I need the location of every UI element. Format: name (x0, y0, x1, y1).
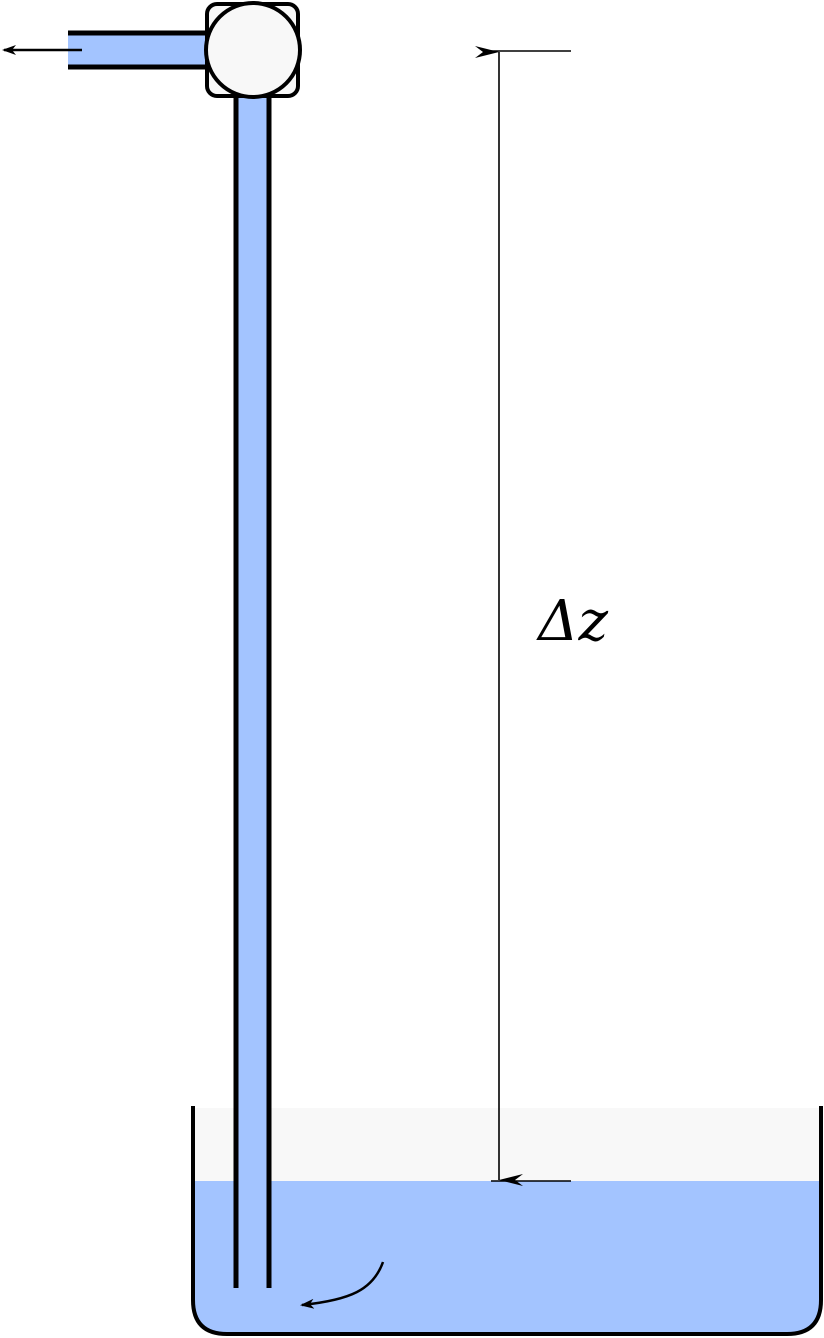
outlet-pipe-fluid (68, 33, 210, 67)
suction-pipe-fluid (236, 90, 269, 1288)
curved-arrow-icon (300, 1261, 385, 1309)
height-label: Δz (536, 589, 608, 654)
tank-air-region (193, 1108, 821, 1182)
pump-impeller-casing (204, 1, 302, 99)
tank-wall (191, 1106, 823, 1336)
height-dimension: Δz (475, 46, 608, 1186)
outlet-pipe (68, 30, 210, 70)
pump-icon (204, 1, 302, 99)
reservoir-tank (191, 1106, 823, 1336)
suction-pipe (233, 90, 272, 1288)
tank-water (193, 1181, 821, 1334)
